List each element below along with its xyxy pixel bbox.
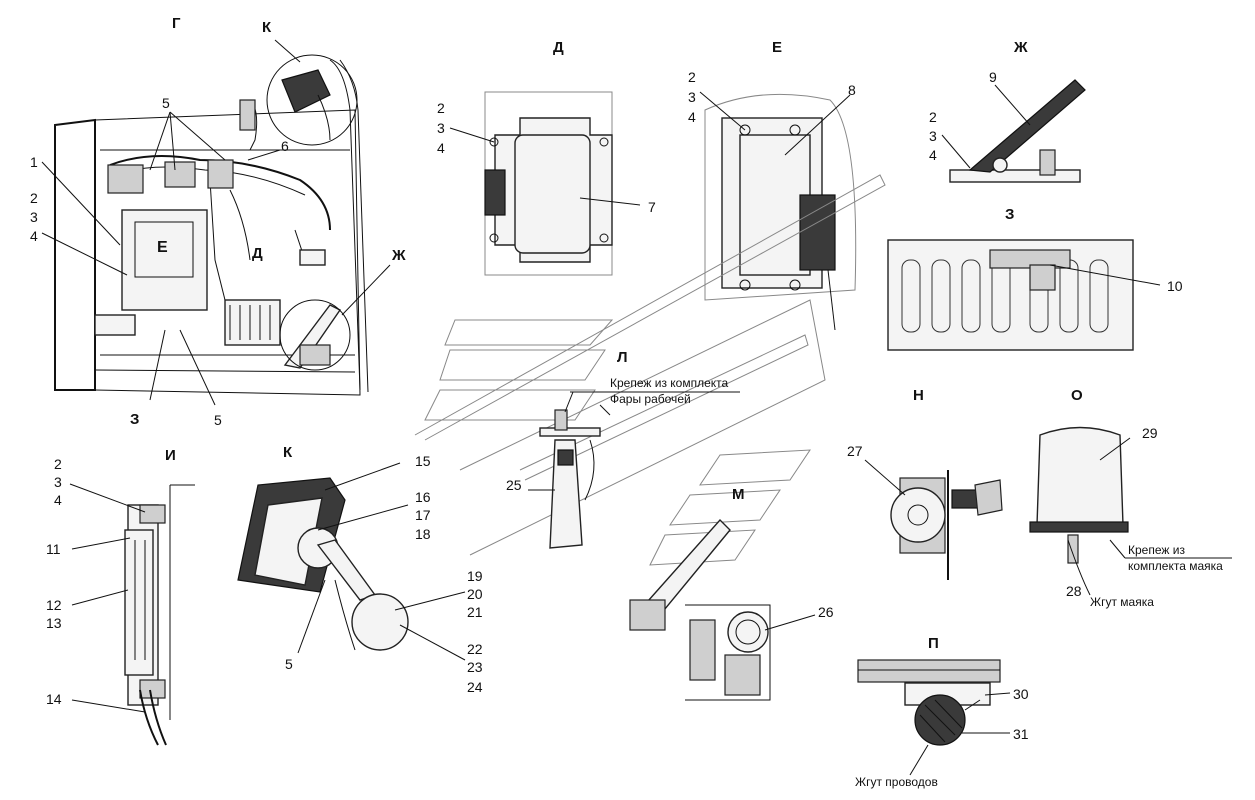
- note-o-harness: Жгут маяка: [1090, 595, 1154, 609]
- inner-label-e-box: Е: [157, 239, 168, 256]
- callout-12: 12: [46, 597, 62, 613]
- callout-e-2: 2: [688, 69, 696, 85]
- callout-30: 30: [1013, 686, 1029, 702]
- note-l-mount-line2: Фары рабочей: [610, 392, 691, 406]
- view-title-g: Г: [172, 15, 181, 32]
- callout-8: 8: [848, 82, 856, 98]
- view-k-lamp-bracket: [237, 462, 466, 661]
- callout-15: 15: [415, 453, 431, 469]
- note-p-harness: Жгут проводов: [855, 775, 938, 789]
- view-i-side-bracket: [69, 483, 195, 746]
- callout-13: 13: [46, 615, 62, 631]
- view-title-p: П: [928, 635, 939, 652]
- view-n-clamp: [864, 459, 1003, 580]
- note-o-mount-line1: Крепеж из: [1128, 543, 1185, 557]
- callout-1: 1: [30, 154, 38, 170]
- view-e-electrical-box: [699, 91, 857, 331]
- note-o-mount-line2: комплекта маяка: [1128, 559, 1223, 573]
- callout-4: 4: [30, 228, 38, 244]
- view-title-zh: Ж: [1014, 39, 1028, 56]
- callout-i-3: 3: [54, 474, 62, 490]
- callout-e-3: 3: [688, 89, 696, 105]
- view-title-z: З: [1005, 206, 1015, 223]
- callout-k-5: 5: [285, 656, 293, 672]
- callout-31: 31: [1013, 726, 1029, 742]
- callout-5-lower: 5: [214, 412, 222, 428]
- callout-9: 9: [989, 69, 997, 85]
- callout-26: 26: [818, 604, 834, 620]
- view-o-beacon: [1029, 426, 1232, 596]
- callout-zh-4: 4: [929, 147, 937, 163]
- view-title-n: Н: [913, 387, 924, 404]
- inner-label-z: З: [130, 411, 140, 428]
- callout-21: 21: [467, 604, 483, 620]
- callout-16: 16: [415, 489, 431, 505]
- callout-d-3: 3: [437, 120, 445, 136]
- callout-22: 22: [467, 641, 483, 657]
- callout-18: 18: [415, 526, 431, 542]
- callout-i-4: 4: [54, 492, 62, 508]
- view-zh-pedal: [941, 79, 1086, 183]
- callout-d-4: 4: [437, 140, 445, 156]
- callout-28: 28: [1066, 583, 1082, 599]
- callout-17: 17: [415, 507, 431, 523]
- callout-20: 20: [467, 586, 483, 602]
- callout-11: 11: [46, 541, 61, 557]
- view-p-harness-clip: [857, 659, 1011, 776]
- callout-27: 27: [847, 443, 863, 459]
- callout-zh-3: 3: [929, 128, 937, 144]
- callout-10: 10: [1167, 278, 1183, 294]
- callout-19: 19: [467, 568, 483, 584]
- view-title-m: М: [732, 486, 745, 503]
- callout-14: 14: [46, 691, 62, 707]
- callout-e-4: 4: [688, 109, 696, 125]
- note-l-mount-line1: Крепеж из комплекта: [610, 376, 729, 390]
- view-title-k-top: К: [262, 19, 272, 36]
- view-title-d: Д: [553, 39, 564, 56]
- callout-29: 29: [1142, 425, 1158, 441]
- inner-label-zh: Ж: [392, 247, 406, 264]
- ghost-mounting-panels: [414, 174, 886, 566]
- callout-2: 2: [30, 190, 38, 206]
- callout-i-2: 2: [54, 456, 62, 472]
- view-z-floor-panel: [887, 239, 1161, 351]
- view-l-work-light: [528, 391, 740, 549]
- view-g-cab-assembly: [41, 39, 391, 406]
- callout-6: 6: [281, 138, 289, 154]
- callout-d-2: 2: [437, 100, 445, 116]
- view-title-e: Е: [772, 39, 783, 56]
- callout-23: 23: [467, 659, 483, 675]
- callout-3: 3: [30, 209, 38, 225]
- callout-7: 7: [648, 199, 656, 215]
- view-d-mounting-plate: [449, 91, 641, 276]
- callout-24: 24: [467, 679, 483, 695]
- callout-25: 25: [506, 477, 522, 493]
- view-title-i: И: [165, 447, 176, 464]
- callout-zh-2: 2: [929, 109, 937, 125]
- inner-label-d: Д: [252, 245, 263, 262]
- view-m-bracket: [629, 518, 816, 701]
- callout-5: 5: [162, 95, 170, 111]
- view-title-k: К: [283, 444, 293, 461]
- view-title-l: Л: [617, 349, 628, 366]
- view-title-o: О: [1071, 387, 1083, 404]
